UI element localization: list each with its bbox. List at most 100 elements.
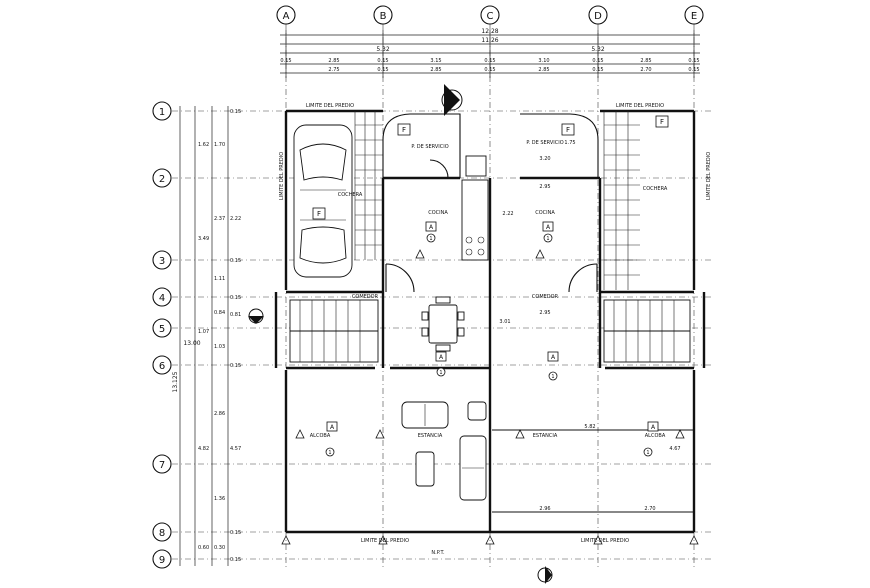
row-bubbles: 1 2 3 4 5 6 7 8 9 (152, 101, 172, 569)
patio-left-label: P. DE SERVICIO (411, 144, 448, 150)
svg-text:E: E (691, 11, 697, 22)
svg-text:0.15: 0.15 (484, 67, 495, 73)
service-patio-walls (382, 113, 599, 178)
svg-text:2.70: 2.70 (640, 67, 651, 73)
tag-bedroom-right: A 1 (643, 421, 659, 457)
npt-label: N.P.T. (431, 550, 445, 556)
tag-patio-right: F (561, 123, 575, 136)
svg-text:2: 2 (159, 174, 165, 185)
svg-text:5: 5 (159, 324, 165, 335)
row-bubble-7: 7 (152, 454, 172, 474)
svg-text:0.84: 0.84 (214, 310, 225, 316)
svg-text:0.15: 0.15 (230, 530, 241, 536)
row-bubble-1: 1 (152, 101, 172, 121)
svg-text:6: 6 (159, 361, 165, 372)
section-marker-icon (537, 566, 553, 584)
svg-text:0.15: 0.15 (230, 557, 241, 563)
interior-dimensions: 2.95 2.95 3.01 5.82 2.96 2.70 3.20 1.75 … (499, 140, 680, 512)
column-bubble-d: D (588, 5, 608, 25)
room-labels: LIMITE DEL PREDIO LIMITE DEL PREDIO LIMI… (279, 103, 712, 439)
dim-door-width-2: 2.95 (539, 310, 550, 316)
svg-text:1: 1 (439, 370, 442, 376)
svg-text:0.15: 0.15 (230, 363, 241, 369)
svg-text:3.15: 3.15 (430, 58, 441, 64)
svg-text:1: 1 (551, 374, 554, 380)
column-bubble-b: B (373, 5, 393, 25)
svg-text:0.60: 0.60 (198, 545, 209, 551)
north-arrow-icon (441, 84, 463, 116)
tag-kitchen-right: A 1 (542, 221, 554, 243)
dim-a: 3.20 (539, 156, 550, 162)
alcoba-left-label: ALCOBA (310, 433, 331, 439)
svg-text:A: A (429, 224, 434, 231)
svg-text:A: A (546, 224, 551, 231)
dim-left-total: 13.00 (183, 340, 200, 347)
row-bubble-8: 8 (152, 522, 172, 542)
dim-d: 4.67 (669, 446, 680, 452)
svg-text:0.15: 0.15 (688, 67, 699, 73)
limite-label-right: LIMITE DEL PREDIO (706, 152, 712, 200)
row-bubble-9: 9 (152, 549, 172, 569)
limite-label-left: LIMITE DEL PREDIO (279, 152, 285, 200)
dim-left-overall: 13.125 (172, 371, 179, 392)
finish-tags: A 1 A 1 A 1 A 1 A 1 (312, 115, 669, 457)
column-bubble-c: C (480, 5, 500, 25)
patio-right-label: P. DE SERVICIO (526, 140, 563, 146)
sofa (401, 401, 449, 429)
coffee-table (415, 451, 435, 487)
svg-text:3: 3 (159, 256, 165, 267)
dim-bottom-2: 2.70 (644, 506, 655, 512)
row-bubble-4: 4 (152, 287, 172, 307)
column-bubbles: A B C D E (276, 5, 704, 25)
svg-text:F: F (566, 126, 570, 134)
svg-text:3.49: 3.49 (198, 236, 209, 242)
svg-text:2.85: 2.85 (430, 67, 441, 73)
svg-text:2.75: 2.75 (328, 67, 339, 73)
svg-text:1: 1 (328, 450, 331, 456)
armchair (467, 401, 487, 421)
cocina-left-label: COCINA (428, 210, 448, 216)
svg-text:0.15: 0.15 (592, 58, 603, 64)
column-bubble-a: A (276, 5, 296, 25)
svg-text:4.57: 4.57 (230, 446, 241, 452)
svg-text:8: 8 (159, 528, 165, 539)
stair-left (289, 299, 379, 363)
comedor-right-label: COMEDOR (532, 294, 559, 300)
svg-text:1: 1 (546, 236, 549, 242)
tag-kitchen-left: A 1 (425, 221, 437, 243)
row-bubble-6: 6 (152, 355, 172, 375)
svg-text:2.37: 2.37 (214, 216, 225, 222)
doors (385, 159, 598, 293)
svg-text:7: 7 (159, 460, 165, 471)
svg-text:2.85: 2.85 (538, 67, 549, 73)
svg-text:4: 4 (159, 293, 165, 304)
svg-text:0.15: 0.15 (230, 258, 241, 264)
svg-text:2.22: 2.22 (230, 216, 241, 222)
svg-text:1: 1 (159, 107, 165, 118)
svg-text:A: A (551, 354, 556, 361)
svg-text:C: C (487, 11, 494, 22)
svg-text:1.70: 1.70 (214, 142, 225, 148)
left-dimensions: 13.125 13.00 (172, 106, 229, 566)
svg-text:D: D (594, 11, 602, 22)
alcoba-right-label: ALCOBA (645, 433, 666, 439)
dim-door-width: 2.95 (539, 184, 550, 190)
svg-text:2.85: 2.85 (328, 58, 339, 64)
svg-text:3.10: 3.10 (538, 58, 549, 64)
column-bubble-e: E (684, 5, 704, 25)
tag-living-right: A 1 (547, 351, 559, 381)
limite-label-bottom-left: LIMITE DEL PREDIO (361, 538, 409, 544)
svg-text:A: A (651, 424, 656, 431)
dim-bottom-1: 2.96 (539, 506, 550, 512)
svg-text:1.36: 1.36 (214, 496, 225, 502)
limite-label-top-left: LIMITE DEL PREDIO (306, 103, 354, 109)
interior-walls (286, 176, 694, 532)
limite-label-bottom-right: LIMITE DEL PREDIO (581, 538, 629, 544)
dim-room-width: 5.82 (584, 424, 595, 430)
car-icon (293, 124, 353, 278)
svg-text:1.11: 1.11 (214, 276, 225, 282)
svg-text:1.03: 1.03 (214, 344, 225, 350)
svg-text:0.15: 0.15 (377, 67, 388, 73)
tag-garage-right: F (655, 115, 669, 128)
svg-text:A: A (330, 424, 335, 431)
